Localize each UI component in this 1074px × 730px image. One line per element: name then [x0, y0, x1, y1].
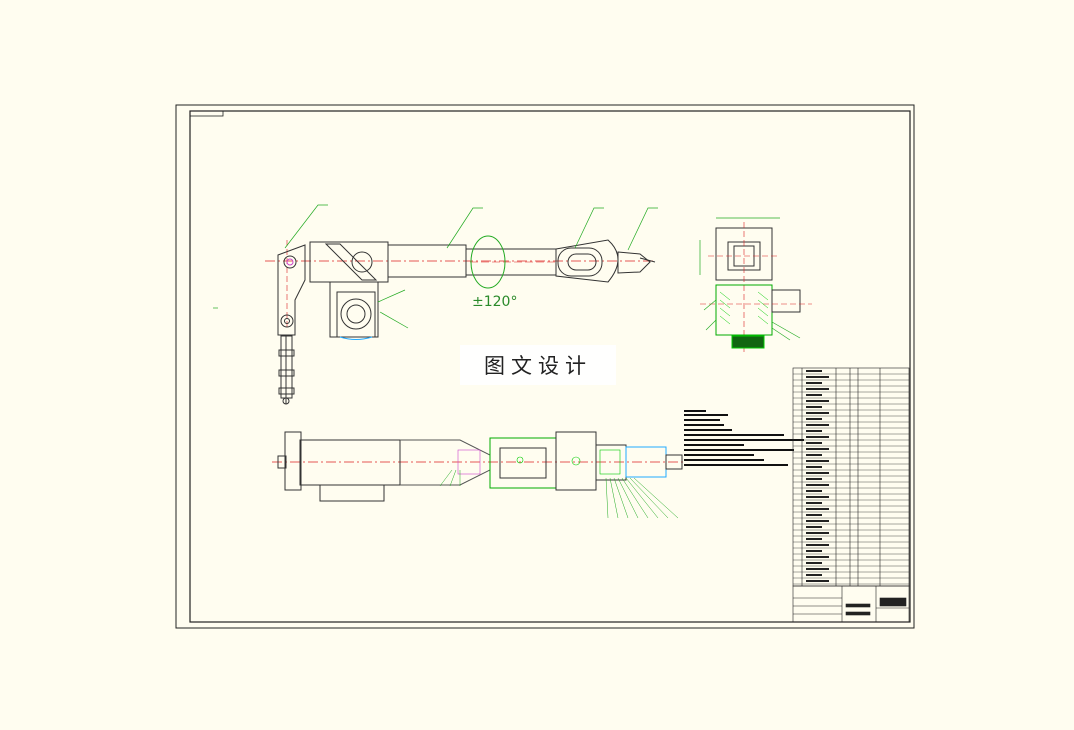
parts-row-text: [806, 514, 822, 516]
rotation-angle-label: ±120°: [472, 294, 518, 310]
end-view: [699, 217, 812, 352]
parts-row-text: [806, 508, 829, 510]
parts-row-text: [806, 532, 829, 534]
parts-row-text: [806, 442, 822, 444]
parts-list-rows: [793, 370, 909, 585]
parts-row-text: [806, 382, 822, 384]
parts-row-text: [806, 394, 822, 396]
arm-section-view: [272, 431, 684, 502]
parts-row-text: [806, 472, 829, 474]
parts-row-text: [806, 538, 822, 540]
sheet-inner-border: [189, 110, 911, 623]
parts-row-text: [806, 484, 829, 486]
parts-row-text: [806, 496, 829, 498]
parts-row-text: [806, 478, 822, 480]
parts-row-text: [806, 460, 829, 462]
watermark-text: 图文设计: [460, 345, 616, 385]
section-leaders: [439, 469, 679, 519]
parts-row-text: [806, 406, 822, 408]
parts-row-text: [806, 376, 829, 378]
parts-row-text: [806, 526, 822, 528]
parts-row-text: [806, 466, 822, 468]
parts-row-text: [806, 454, 822, 456]
parts-row-text: [806, 568, 829, 570]
corner-label-box: [189, 110, 224, 117]
sheet-outer-border: [175, 104, 915, 629]
parts-row-text: [806, 574, 822, 576]
leader-lines-top: [213, 204, 658, 329]
parts-row-text: [806, 430, 822, 432]
parts-row-text: [806, 550, 822, 552]
parts-row-text: [806, 490, 822, 492]
end-view-leaders: [703, 299, 801, 341]
parts-row-text: [806, 400, 829, 402]
parts-row-text: [806, 448, 829, 450]
parts-row-text: [806, 388, 829, 390]
parts-row-text: [806, 556, 829, 558]
technical-notes: [684, 410, 804, 466]
parts-row-text: [806, 424, 829, 426]
parts-row-text: [806, 370, 822, 372]
parts-row-text: [806, 436, 829, 438]
parts-row-text: [806, 520, 829, 522]
title-block: [792, 585, 910, 623]
arm-side-view: [265, 235, 656, 405]
parts-row-text: [806, 580, 829, 582]
section-details: [457, 449, 621, 475]
parts-row-text: [806, 502, 822, 504]
parts-row-text: [806, 418, 822, 420]
parts-row-text: [806, 562, 822, 564]
parts-list-table: [792, 367, 910, 587]
parts-row-text: [806, 544, 829, 546]
parts-row-text: [806, 412, 829, 414]
end-view-hatch: [719, 291, 769, 325]
